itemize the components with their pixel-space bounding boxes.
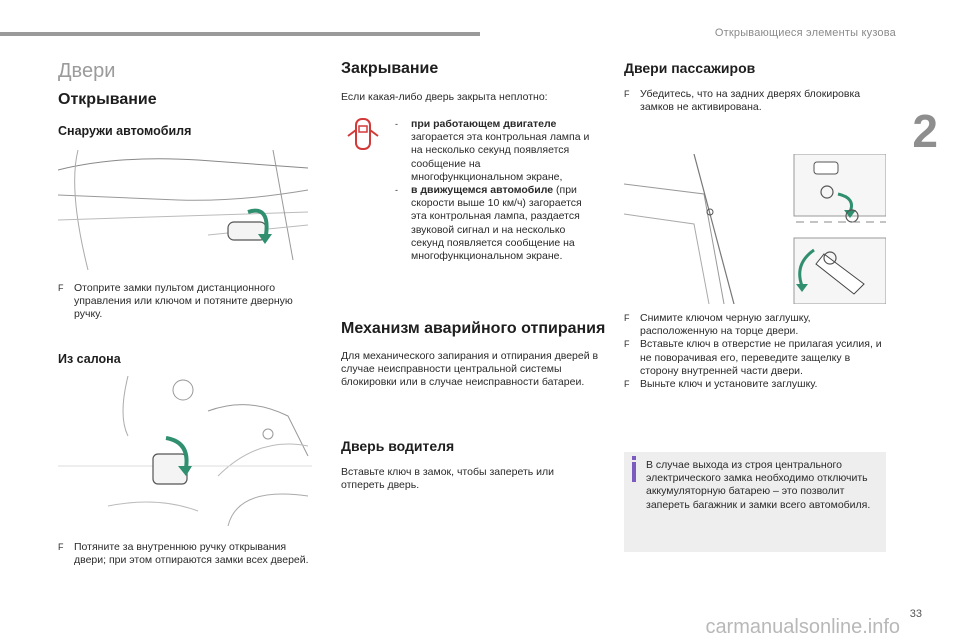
passenger-intro-text: Убедитесь, что на задних дверях блокиров… [640,88,861,114]
doors-title: Двери [58,60,116,82]
watermark: carmanualsonline.info [705,616,900,638]
closing-intro: Если какая-либо дверь закрыта неплотно: [341,91,548,103]
section-title: Открывающиеся элементы кузова [714,27,896,39]
dash-marker: - [395,119,398,129]
chapter-number: 2 [912,105,938,157]
passenger-step-3-text: Выньте ключ и установите заглушку. [640,378,818,391]
condition-vehicle-moving-bold: в движущемся автомобиле [411,184,554,197]
passenger-steps-list: F Снимите ключом черную заглушку, распол… [624,312,886,391]
outside-heading: Снаружи автомобиля [58,124,192,138]
inside-door-handle-illustration [58,376,312,526]
bullet-marker: F [624,339,630,350]
rear-door-lock-illustration [624,154,886,304]
bullet-marker: F [58,542,64,552]
info-note: В случае выхода из строя центрального эл… [624,452,886,552]
passenger-step-2: F Вставьте ключ в отверстие не прилагая … [624,338,886,378]
bullet-marker: F [624,313,630,323]
condition-vehicle-moving-text: (при скорости выше 10 км/ч) загорается э… [411,184,582,263]
bullet-marker: F [624,379,630,390]
driver-door-heading: Дверь водителя [341,438,455,454]
outside-instruction: F Отоприте замки пультом дистанционного … [58,282,308,322]
opening-heading: Открывание [58,91,157,108]
inside-instruction-text: Потяните за внутреннюю ручку открывания … [74,541,309,567]
dash-marker: - [395,185,398,196]
condition-engine-running-text: загорается эта контрольная лампа и на не… [411,131,590,183]
inside-instruction: F Потяните за внутреннюю ручку открывани… [58,541,320,567]
top-divider-bar [0,32,480,36]
door-open-warning-icon [347,118,379,150]
page-number: 33 [909,608,922,620]
outside-door-handle-illustration [58,150,312,270]
emergency-heading: Механизм аварийного отпирания [341,320,606,337]
passenger-intro: F Убедитесь, что на задних дверях блокир… [624,88,886,114]
condition-vehicle-moving: - в движущемся автомобиле (при скорости … [395,184,595,263]
passenger-step-3: F Выньте ключ и установите заглушку. [624,378,886,391]
info-note-text: В случае выхода из строя центрального эл… [646,459,871,511]
bullet-marker: F [58,283,64,293]
closing-heading: Закрывание [341,60,439,77]
passenger-step-2-text: Вставьте ключ в отверстие не прилагая ус… [640,338,882,377]
info-icon [632,462,636,482]
bullet-marker: F [624,89,630,99]
driver-door-text: Вставьте ключ в замок, чтобы запереть ил… [341,466,555,492]
condition-engine-running-bold: при работающем двигателе [411,118,557,130]
outside-instruction-text: Отоприте замки пультом дистанционного уп… [74,282,293,321]
passenger-doors-heading: Двери пассажиров [624,60,756,76]
passenger-step-1: F Снимите ключом черную заглушку, распол… [624,312,886,338]
passenger-step-1-text: Снимите ключом черную заглушку, располож… [640,312,811,338]
info-icon-dot [632,456,636,460]
inside-heading: Из салона [58,352,121,366]
emergency-text: Для механического запирания и отпирания … [341,350,599,389]
